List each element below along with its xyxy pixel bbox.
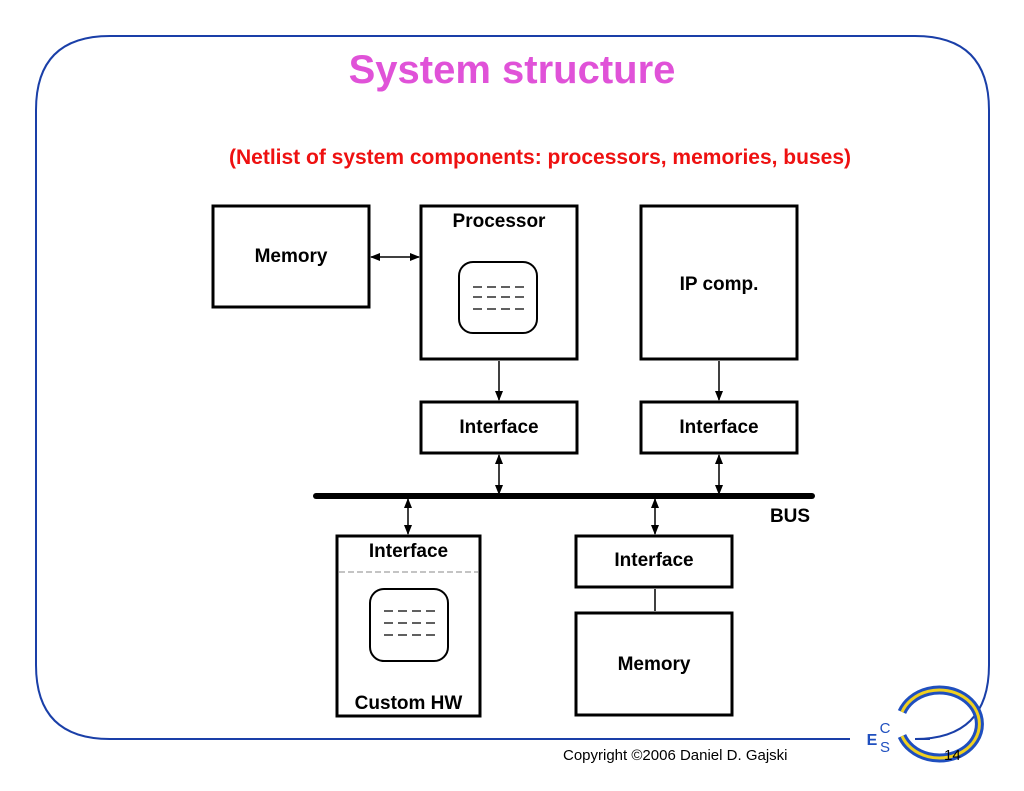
bus-label: BUS <box>769 506 811 527</box>
interface-processor-box <box>419 400 579 455</box>
memory-bottom-box <box>574 611 734 717</box>
processor-box <box>419 204 579 361</box>
custom-hw-program-icon <box>369 588 449 662</box>
interface-memory-label: Interface <box>614 550 694 571</box>
custom-hw-code-lines <box>384 610 438 636</box>
processor-label: Processor <box>452 211 546 232</box>
processor-program-icon <box>458 261 538 334</box>
ces-logo: E C S <box>867 685 984 763</box>
interface-ip-label: Interface <box>679 417 759 438</box>
copyright-text: Copyright ©2006 Daniel D. Gajski <box>563 747 788 764</box>
memory-bottom-label: Memory <box>617 654 691 675</box>
svg-text:S: S <box>880 739 890 756</box>
memory-top-label: Memory <box>254 246 328 267</box>
ip-comp-box <box>639 204 799 361</box>
page-number: 14 <box>944 747 961 764</box>
slide-subtitle: (Netlist of system components: processor… <box>228 146 851 169</box>
interface-processor-label: Interface <box>459 417 539 438</box>
ip-comp-label: IP comp. <box>679 274 759 295</box>
slide-title: System structure <box>348 48 676 92</box>
processor-code-lines <box>473 286 527 310</box>
interface-memory-box <box>574 534 734 589</box>
custom-hw-box <box>335 534 482 718</box>
svg-text:C: C <box>880 720 891 737</box>
interface-ip-box <box>639 400 799 455</box>
svg-text:E: E <box>867 732 878 749</box>
memory-top-box <box>211 204 371 309</box>
custom-hw-label: Custom HW <box>354 693 463 714</box>
interface-custom-label: Interface <box>368 541 449 562</box>
slide-frame <box>35 35 990 740</box>
